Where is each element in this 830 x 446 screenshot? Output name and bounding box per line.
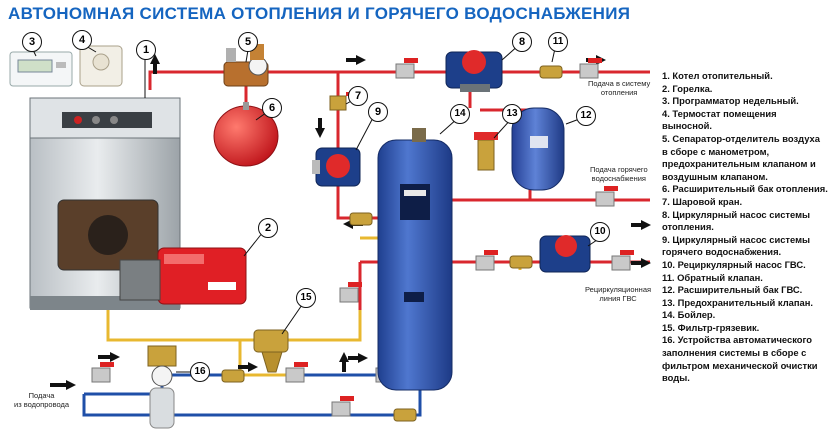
legend-item: 11. Обратный клапан.	[662, 271, 763, 283]
legend-item: 13. Предохранительный клапан.	[662, 296, 814, 308]
label-recirculation: Рециркуляционная линия ГВС	[585, 285, 652, 303]
legend-item: 5. Сепаратор-отделитель воздуха в сборе …	[662, 132, 820, 182]
page-title: АВТОНОМНАЯ СИСТЕМА ОТОПЛЕНИЯ И ГОРЯЧЕГО …	[8, 4, 631, 23]
legend-item: 6. Расширительный бак отопления.	[662, 183, 828, 195]
legend-item: 16. Устройства автоматического заполнени…	[662, 334, 818, 384]
pump-hot-water	[312, 147, 361, 187]
label-supply-heating: Подача в систему отопления	[588, 79, 651, 97]
auto-fill-unit	[147, 345, 177, 429]
room-thermostat	[79, 45, 123, 87]
legend-item: 14. Бойлер.	[662, 309, 716, 321]
safety-valve	[474, 132, 498, 171]
expansion-tank-heating	[213, 102, 279, 167]
legend-item: 4. Термостат помещения выносной.	[662, 107, 777, 132]
weekly-programmer	[9, 51, 73, 87]
cold-pipes	[82, 350, 422, 417]
expansion-tank-dhw	[511, 107, 565, 191]
legend-item: 3. Программатор недельный.	[662, 95, 799, 107]
legend-item: 12. Расширительный бак ГВС.	[662, 284, 803, 296]
legend: 1. Котел отопительный. 2. Горелка. 3. Пр…	[662, 70, 828, 385]
label-water-supply: Подача из водопровода	[14, 391, 70, 409]
label-supply-hot-water: Подача горячего водоснабжения	[590, 165, 648, 183]
heating-system-diagram	[9, 43, 651, 429]
strainer-filter	[253, 329, 289, 373]
air-separator	[223, 44, 269, 87]
legend-item: 10. Рециркулярный насос ГВС.	[662, 258, 806, 270]
burner	[119, 247, 247, 305]
legend-item: 2. Горелка.	[662, 82, 713, 94]
legend-item: 7. Шаровой кран.	[662, 195, 743, 207]
check-valves	[221, 65, 563, 422]
legend-item: 1. Котел отопительный.	[662, 70, 773, 81]
dhw-boiler-tank	[377, 128, 453, 391]
recirculation-pump	[539, 235, 591, 273]
legend-item: 9. Циркулярный насос системы горячего во…	[662, 233, 811, 258]
pump-heating	[445, 50, 503, 92]
legend-item: 8. Циркулярный насос системы отопления.	[662, 208, 811, 233]
legend-item: 15. Фильтр-грязевик.	[662, 321, 760, 333]
